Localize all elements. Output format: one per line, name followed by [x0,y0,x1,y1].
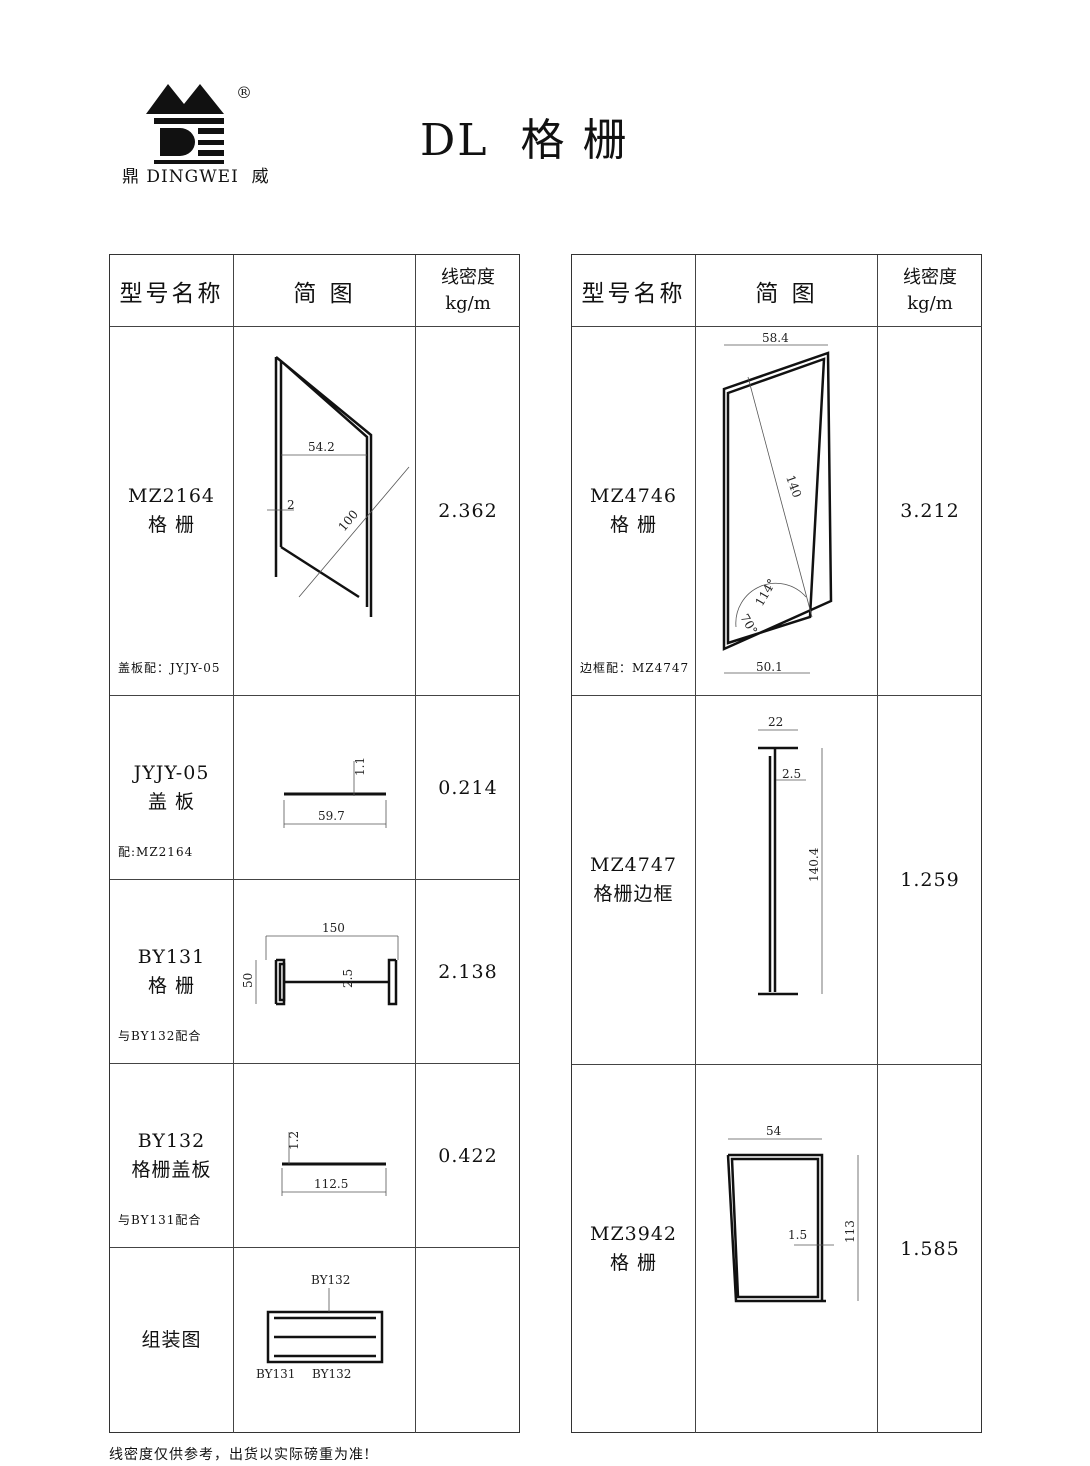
brand-name: 鼎 DINGWEI 威 [122,167,270,187]
profile-diagram: 22 2.5 140.4 [696,696,878,1065]
col-diagram: 简 图 [234,255,416,327]
profile-diagram: 150 50 2.5 [234,880,416,1064]
svg-text:2: 2 [287,498,295,512]
svg-text:50.1: 50.1 [756,660,783,674]
page-title: DL 格 栅 [420,115,629,166]
svg-text:2.5: 2.5 [782,767,801,781]
density-value: 0.214 [416,696,520,880]
svg-text:50: 50 [241,973,255,988]
svg-text:1.2: 1.2 [287,1131,301,1150]
col-diagram: 简 图 [696,255,878,327]
svg-text:1.1: 1.1 [353,757,367,776]
svg-text:100: 100 [335,507,360,534]
density-value: 2.138 [416,880,520,1064]
density-value: 1.259 [878,696,982,1065]
col-model: 型号名称 [572,255,696,327]
svg-text:114°: 114° [752,576,779,608]
svg-text:22: 22 [768,715,783,729]
svg-text:112.5: 112.5 [314,1177,348,1191]
density-empty [416,1248,520,1433]
svg-text:BY132: BY132 [312,1367,351,1381]
svg-text:BY131: BY131 [256,1367,295,1381]
svg-text:54: 54 [766,1124,782,1138]
svg-text:150: 150 [322,921,345,935]
footer-note: 线密度仅供参考，出货以实际磅重为准! [109,1447,371,1463]
profile-diagram: 54.2 2 100 [234,327,416,696]
dingwei-logo: ® [146,83,252,164]
svg-text:54.2: 54.2 [308,440,335,454]
svg-text:140.4: 140.4 [807,847,821,882]
density-value: 1.585 [900,1238,960,1260]
profile-diagram: 59.7 1.1 [234,696,416,880]
density-value: 3.212 [878,327,982,696]
density-value: 2.362 [416,327,520,696]
svg-text:1.5: 1.5 [788,1228,807,1242]
svg-text:BY132: BY132 [311,1273,350,1287]
profile-diagram: 112.5 1.2 [234,1064,416,1248]
svg-text:58.4: 58.4 [762,331,789,345]
svg-text:2.5: 2.5 [341,969,355,988]
svg-text:®: ® [236,83,252,102]
profile-diagram: 54 1.5 113 [696,1065,878,1433]
svg-text:113: 113 [843,1220,857,1243]
svg-text:140: 140 [783,473,804,499]
col-model: 型号名称 [110,255,234,327]
table-row-model: 组装图 [110,1248,234,1433]
svg-text:59.7: 59.7 [318,809,345,823]
density-value: 0.422 [416,1064,520,1248]
